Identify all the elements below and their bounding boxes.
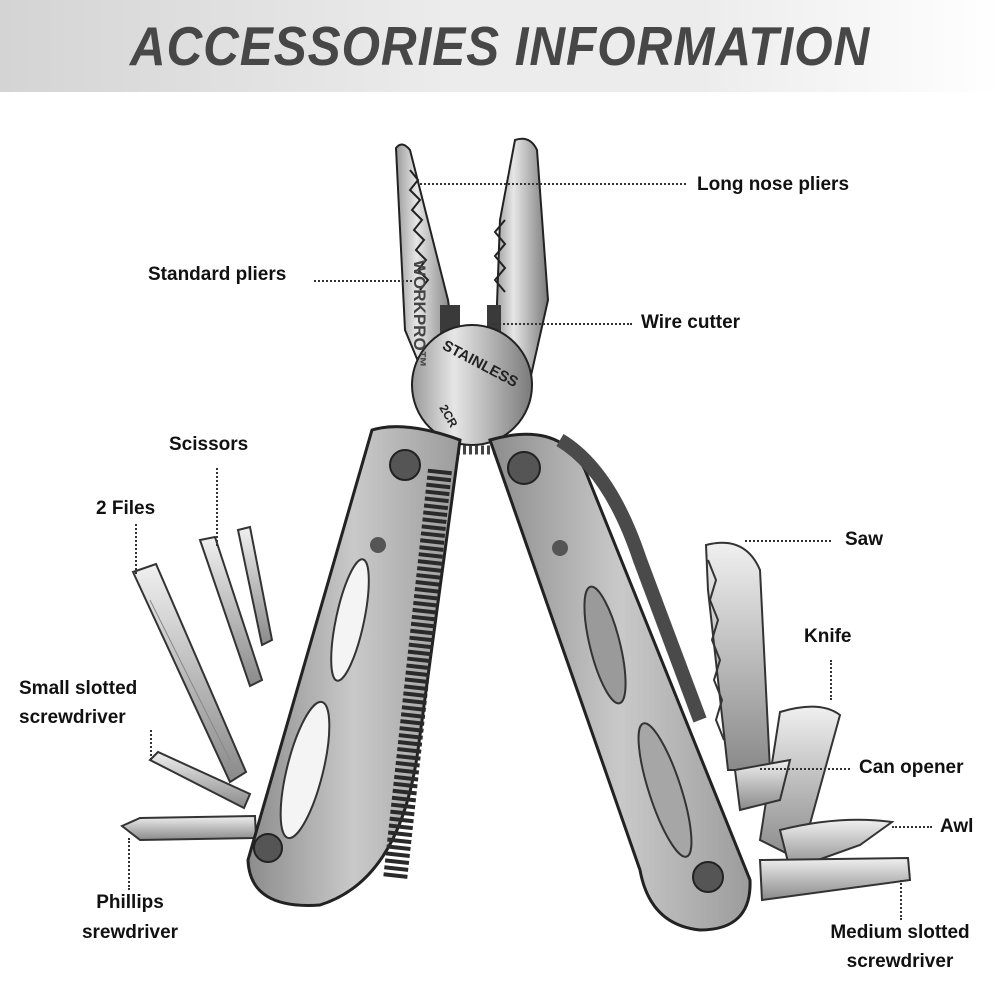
label-wire-cutter: Wire cutter — [641, 312, 741, 333]
label-awl: Awl — [940, 816, 974, 837]
awl-tool — [778, 818, 895, 872]
medium-slotted-screwdriver — [758, 856, 912, 902]
leader-awl — [892, 826, 932, 828]
label-small-slotted-2: screwdriver — [19, 707, 126, 728]
leader-standard-pliers — [314, 280, 412, 282]
saw-tool — [704, 541, 772, 771]
right-handle — [488, 432, 752, 932]
file-tool — [131, 562, 248, 784]
label-scissors: Scissors — [169, 434, 249, 455]
header-banner: ACCESSORIES INFORMATION — [0, 0, 1000, 92]
brand-engraving: WORKPRO™ — [410, 260, 429, 368]
label-phillips-1: Phillips — [96, 892, 164, 913]
label-medium-slotted-2: screwdriver — [846, 951, 954, 972]
left-handle — [246, 425, 462, 907]
leader-knife — [830, 660, 832, 700]
label-phillips-2: srewdriver — [81, 922, 179, 943]
label-medium-slotted-1: Medium slotted — [830, 922, 970, 943]
leader-scissors — [216, 468, 218, 546]
can-opener-tool — [733, 758, 792, 812]
scissors-tool — [198, 525, 274, 688]
label-small-slotted-1: Small slotted — [19, 678, 138, 699]
label-files: 2 Files — [96, 498, 156, 519]
knife-tool — [758, 705, 842, 862]
leader-medium-slotted — [900, 880, 902, 920]
leader-can-opener — [760, 768, 850, 770]
small-slotted-screwdriver — [148, 750, 252, 810]
label-standard-pliers: Standard pliers — [148, 264, 287, 285]
label-can-opener: Can opener — [859, 757, 964, 778]
leader-files — [135, 524, 137, 574]
label-long-nose-pliers: Long nose pliers — [697, 174, 850, 195]
leader-saw — [745, 540, 831, 542]
leader-phillips — [128, 838, 130, 890]
label-saw: Saw — [845, 529, 884, 550]
label-knife: Knife — [804, 626, 852, 647]
leader-small-slotted — [150, 730, 152, 760]
leader-long-nose-pliers — [420, 183, 686, 185]
page-title: ACCESSORIES INFORMATION — [129, 15, 871, 77]
phillips-screwdriver — [120, 814, 258, 842]
leader-wire-cutter — [492, 323, 632, 325]
plier-jaws: STAINLESS 2CR WORKPRO™ — [394, 137, 550, 455]
